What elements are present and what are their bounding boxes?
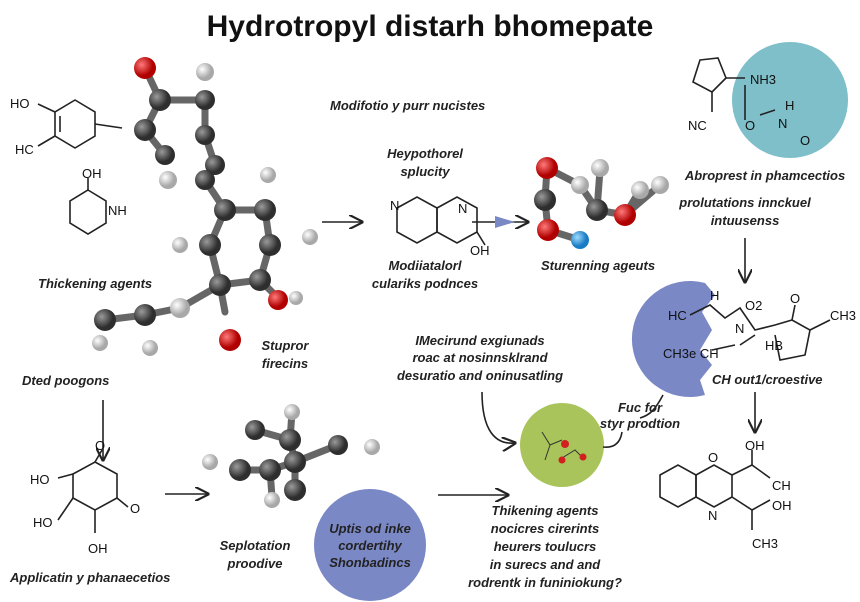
label-applicatin: Applicatin y phanaecetios — [9, 570, 170, 585]
arrow — [481, 391, 515, 443]
atom-label: O — [708, 450, 718, 465]
ball-stick-molecule-main — [92, 57, 318, 356]
label-modiatation-2: culariks podnces — [372, 276, 478, 291]
blue-partial-circle — [631, 281, 715, 397]
atom-label: O2 — [745, 298, 762, 313]
atom-label: CH3e CH — [663, 346, 719, 361]
label-abroprest: Abroprest in phamcectios — [684, 168, 845, 183]
catechol-structure: HO HC — [10, 96, 123, 157]
atom-label: OH — [772, 498, 792, 513]
atom-label: N — [458, 201, 467, 216]
teal-circle — [732, 42, 848, 158]
label-prolutations-2: intuusenss — [711, 213, 780, 228]
label-fuc-for-2: styr prodtion — [600, 416, 680, 431]
label-thickening-left: Thickening agents — [38, 276, 152, 291]
atom-label: O — [95, 438, 105, 453]
label-thikening-2: nocicres cirerints — [491, 521, 599, 536]
label-thikening-5: rodrentk in funiniokung? — [468, 575, 622, 590]
atom-label: N — [708, 508, 717, 523]
label-seplotation: Seplotation — [220, 538, 291, 553]
label-modiatation: Modiiatalorl — [389, 258, 462, 273]
atom-label: NH3 — [750, 72, 776, 87]
label-mecirund: IMecirund exgiunads — [415, 333, 544, 348]
atom-label: H — [785, 98, 794, 113]
label-uptis: Uptis od inke — [329, 521, 411, 536]
atom-label: HO — [10, 96, 30, 111]
ball-stick-molecule-bottom — [202, 404, 380, 508]
atom-label: HB — [765, 338, 783, 353]
atom-label: OH — [745, 438, 765, 453]
atom-label: OH — [470, 243, 490, 258]
ball-stick-molecule-ring — [534, 157, 669, 249]
quinoxaline-structure: O N OH CH OH CH3 — [659, 438, 792, 551]
atom-label: OH — [88, 541, 108, 556]
label-dted: Dted poogons — [22, 373, 109, 388]
label-fuc-for: Fuc for — [618, 400, 663, 415]
label-hypothesis-2: splucity — [400, 164, 450, 179]
label-uptis-2: cordertihy — [338, 538, 402, 553]
atom-label: O — [800, 133, 810, 148]
label-modification: Modifotio y purr nucistes — [330, 98, 485, 113]
label-mecirund-2: roac at nosinnsklrand — [412, 350, 548, 365]
atom-label: N — [735, 321, 744, 336]
atom-label: HO — [30, 472, 50, 487]
label-uptis-3: Shonbadincs — [329, 555, 411, 570]
label-hypothesis: Heypothorel — [387, 146, 463, 161]
atom-label: HC — [668, 308, 687, 323]
label-sturenning: Sturenning ageuts — [541, 258, 655, 273]
pyridone-structure: OH NH — [69, 166, 127, 235]
atom-label: CH3 — [830, 308, 856, 323]
label-prolutations: prolutations innckuel — [678, 195, 811, 210]
atom-label: CH — [772, 478, 791, 493]
atom-label: HO — [33, 515, 53, 530]
atom-label: OH — [82, 166, 102, 181]
atom-label: CH3 — [752, 536, 778, 551]
label-mecirund-3: desuratio and oninusatling — [397, 368, 563, 383]
atom-label: NC — [688, 118, 707, 133]
connector — [639, 394, 664, 419]
label-stupror: Stupror — [262, 338, 310, 353]
atom-label: H — [710, 288, 719, 303]
atom-label: O — [130, 501, 140, 516]
label-seplotation-2: proodive — [227, 556, 283, 571]
hydroxy-quinone-structure: O HO HO O OH — [30, 438, 140, 556]
atom-label: N — [390, 198, 399, 213]
label-thikening-3: heurers toulucrs — [494, 539, 597, 554]
blue-circle — [314, 489, 426, 601]
atom-label: O — [790, 291, 800, 306]
label-thikening-4: in surecs and and — [490, 557, 602, 572]
label-ch-out: CH out1/croestive — [712, 372, 823, 387]
label-stupror-2: firecins — [262, 356, 308, 371]
naphthyridine-structure: N N OH — [390, 196, 490, 258]
atom-label: O — [745, 118, 755, 133]
cyclopentenone-structure: HC H O2 N HB O CH3 CH3e CH — [663, 288, 856, 361]
label-thikening: Thikening agents — [492, 503, 599, 518]
atom-label: N — [778, 116, 787, 131]
pyrrole-structure: NH3 NC O N H O — [688, 57, 810, 148]
atom-label: NH — [108, 203, 127, 218]
green-circle-structure — [541, 431, 587, 464]
connector — [602, 431, 623, 448]
atom-label: HC — [15, 142, 34, 157]
page-title: Hydrotropyl distarh bhomepate — [207, 10, 654, 43]
